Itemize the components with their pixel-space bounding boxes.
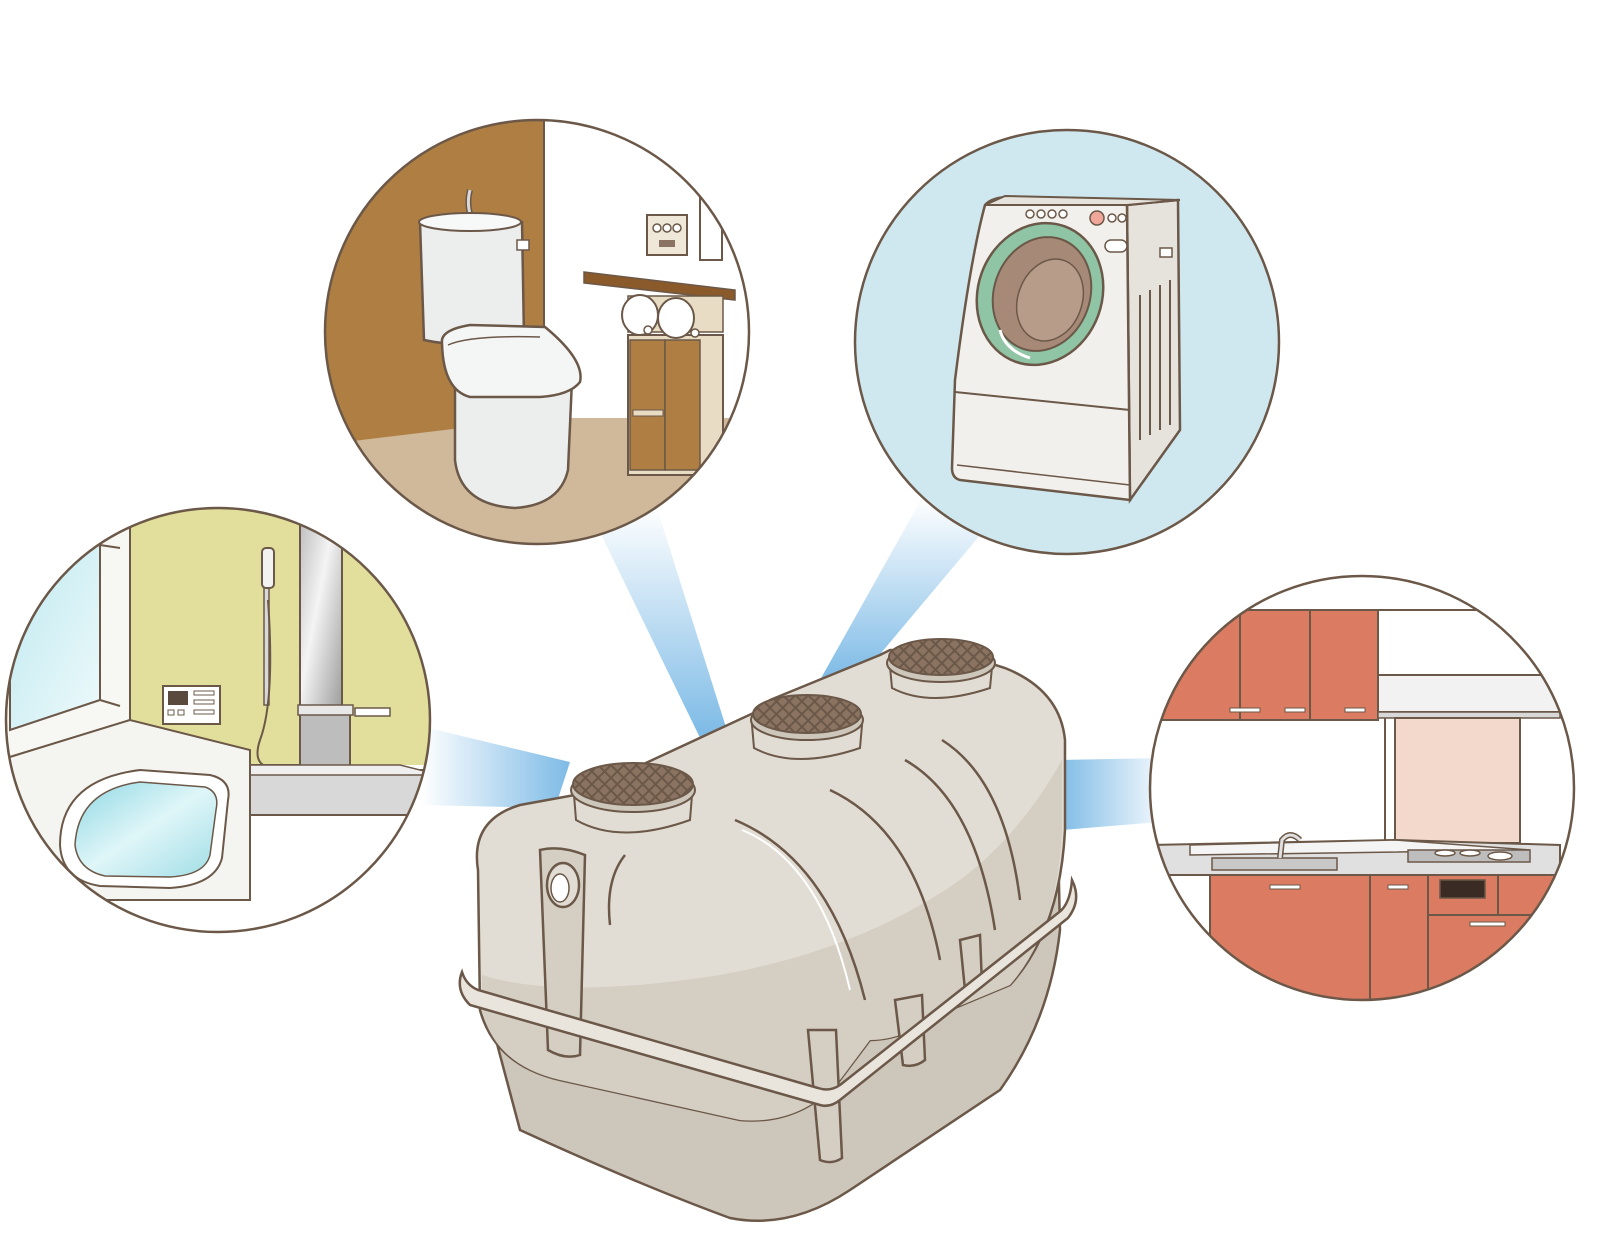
beam-to-laundry — [820, 498, 986, 690]
bathroom-mirror — [299, 508, 343, 716]
beam-to-kitchen — [1058, 758, 1160, 830]
bath-control-panel — [162, 685, 221, 725]
laundry-scene-frame — [853, 128, 1281, 556]
manhole-lid-2 — [750, 694, 864, 760]
bathtub-icon — [6, 718, 251, 901]
septic-tank-icon — [458, 638, 1078, 1222]
connector-beams — [420, 498, 1160, 830]
oven-window — [1439, 879, 1486, 899]
washing-machine-icon — [950, 194, 1182, 504]
beam-to-bathroom — [420, 726, 570, 808]
manhole-lid-1 — [570, 762, 696, 834]
toilet-remote-panel — [646, 214, 688, 256]
toilet-scene — [323, 118, 751, 546]
manhole-lid-3 — [886, 638, 996, 699]
toilet-icon — [418, 189, 582, 510]
kitchen-sink-icon — [1150, 609, 1562, 1000]
laundry-scene — [853, 128, 1281, 556]
kitchen-scene — [1148, 574, 1576, 1002]
beam-to-toilet — [594, 505, 730, 748]
range-hood — [1377, 609, 1562, 719]
toilet-cabinet — [627, 334, 724, 476]
kitchen-backsplash — [1394, 717, 1521, 844]
bathroom-scene — [4, 506, 432, 934]
toilet-scene-frame — [323, 118, 751, 546]
bathroom-scene-frame — [4, 506, 432, 934]
kitchen-scene-frame — [1148, 574, 1576, 1002]
paper-holder — [583, 271, 736, 339]
